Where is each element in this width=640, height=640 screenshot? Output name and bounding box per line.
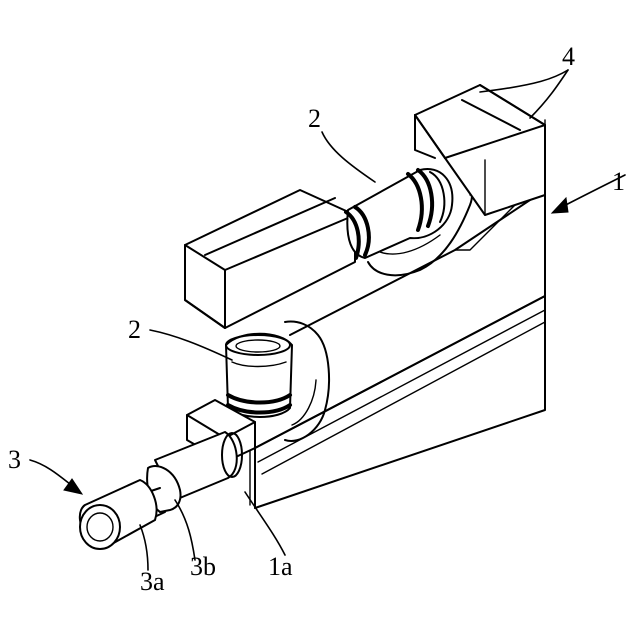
label-roller-upper: 2 bbox=[308, 104, 321, 133]
lower-roller bbox=[226, 334, 292, 417]
label-roller-lower: 2 bbox=[128, 315, 141, 344]
label-body: 1 bbox=[612, 167, 625, 196]
label-shaft-step: 3b bbox=[190, 552, 216, 581]
label-shaft: 3 bbox=[8, 445, 21, 474]
front-block bbox=[185, 190, 355, 328]
label-blocks: 4 bbox=[562, 42, 575, 71]
upper-roller bbox=[346, 169, 452, 258]
shaft bbox=[80, 432, 242, 549]
label-shaft-tip: 3a bbox=[140, 567, 165, 596]
label-body-end: 1a bbox=[268, 552, 293, 581]
